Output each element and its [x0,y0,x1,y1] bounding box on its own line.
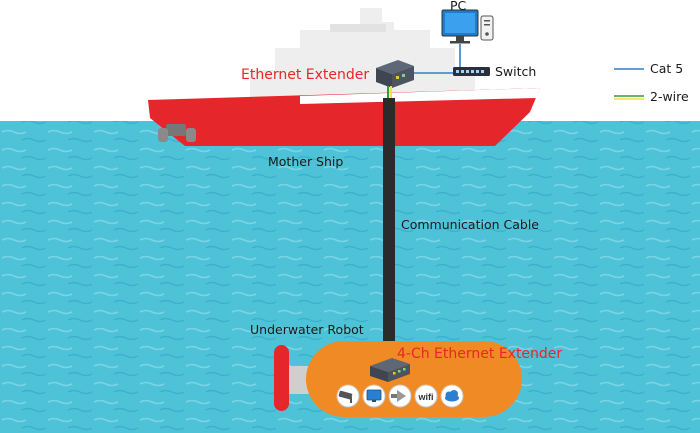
ethernet-extender-icon [376,60,414,88]
ship-hull-band [300,88,540,104]
pc-icon [441,9,494,44]
monitor-icon [362,384,386,408]
underwater-robot-label: Underwater Robot [250,322,364,337]
ship-superstructure [250,8,475,100]
propeller-icon [158,124,196,142]
communication-cable [383,98,395,346]
camera-icon [336,384,360,408]
four-ch-extender-label: 4-Ch Ethernet Extender [397,346,563,362]
ethernet-extender-label: Ethernet Extender [241,67,370,83]
legend-cat5-label: Cat 5 [650,61,684,76]
robot-devices: wifi [336,384,464,408]
wifi-icon-text: wifi [418,392,434,402]
legend-swatches [614,68,644,100]
wifi-icon: wifi [414,384,438,408]
pc-label: PC [450,0,467,13]
switch-label: Switch [495,64,537,79]
cloud-icon [440,384,464,408]
cat5-links [412,44,461,74]
switch-icon [453,67,490,76]
four-ch-extender-icon [370,358,410,382]
ship-hull [148,88,540,146]
underwater-robot [274,341,522,417]
two-wire-ship [387,86,392,100]
legend-two-wire-label: 2-wire [650,89,689,104]
communication-cable-label: Communication Cable [401,217,539,232]
sensor-icon [388,384,412,408]
mother-ship-label: Mother Ship [268,154,344,169]
